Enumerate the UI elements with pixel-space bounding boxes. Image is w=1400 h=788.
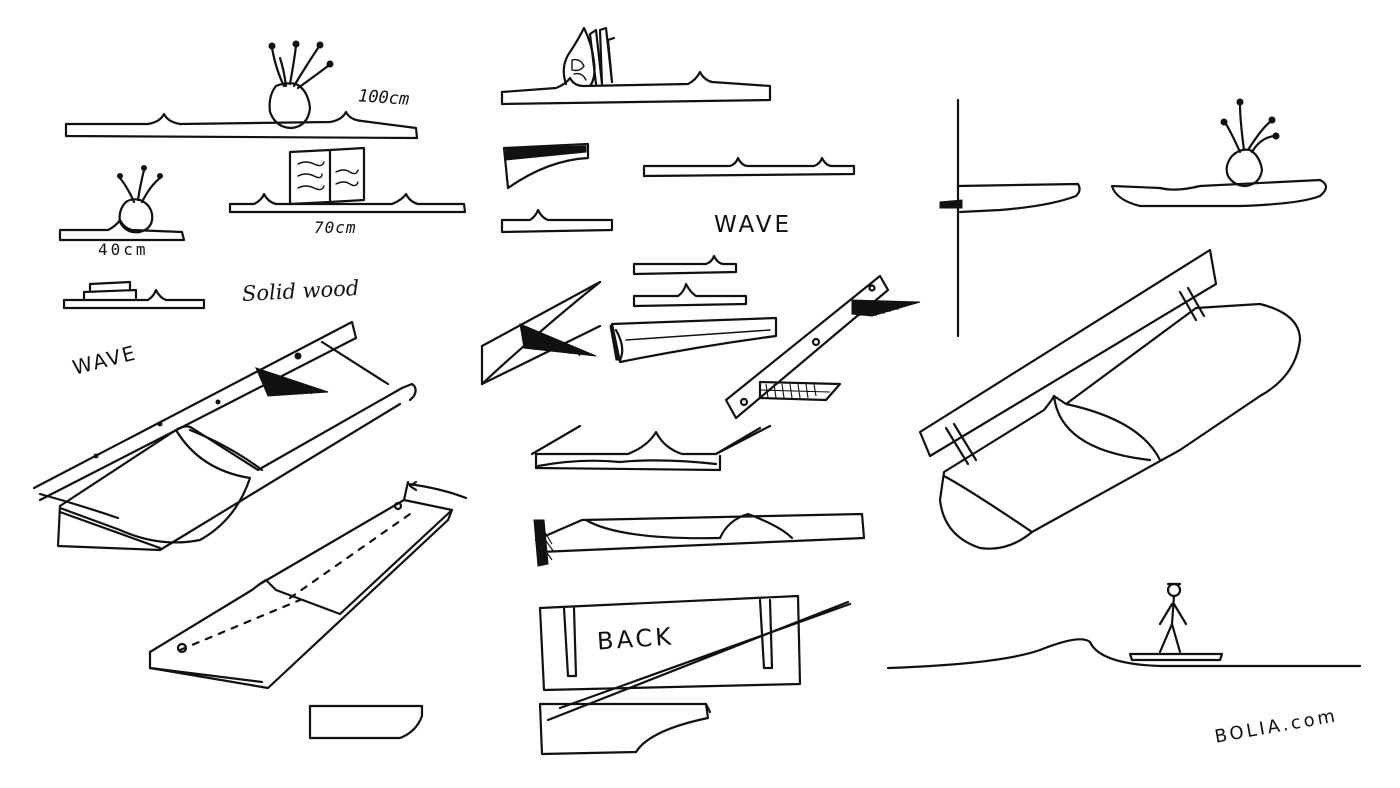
iso-wave-shelf-left (32, 320, 417, 552)
label-length-100cm: 100cm (357, 86, 410, 110)
shelf-wave-short-center (500, 208, 614, 234)
shelf-100cm-with-vase (64, 40, 419, 140)
back-panel-shelf (538, 594, 852, 756)
label-back: BACK (596, 622, 675, 656)
diagonal-wall-plate-right (724, 274, 921, 420)
bracket-with-shelf-center (609, 316, 778, 364)
side-profile-shelf (939, 182, 1081, 214)
bracket-profile-dark (502, 142, 590, 190)
iso-wave-shelf-right (918, 248, 1302, 550)
wave-shelf-center-solid (530, 424, 772, 472)
shelf-wave-long-center (642, 156, 856, 178)
label-length-70cm: 70cm (314, 218, 357, 237)
label-length-40cm: 40cm (98, 240, 149, 259)
shelf-with-books-top (500, 26, 772, 106)
shelf-end-block (308, 704, 424, 740)
wall-bracket-diagonal-left (480, 280, 602, 386)
surfer-on-wave (886, 582, 1362, 670)
iso-wave-shelf-lower (148, 480, 468, 690)
label-wave-center: WAVE (714, 212, 793, 238)
long-shelf-with-vase-right (1110, 98, 1328, 208)
shelf-with-stack (62, 280, 206, 310)
shelf-70cm-with-book (228, 146, 467, 214)
shelf-wave-small-pair (632, 254, 748, 308)
shelf-40cm-with-vase (58, 165, 186, 242)
wave-shelf-center-mounted (533, 512, 866, 567)
